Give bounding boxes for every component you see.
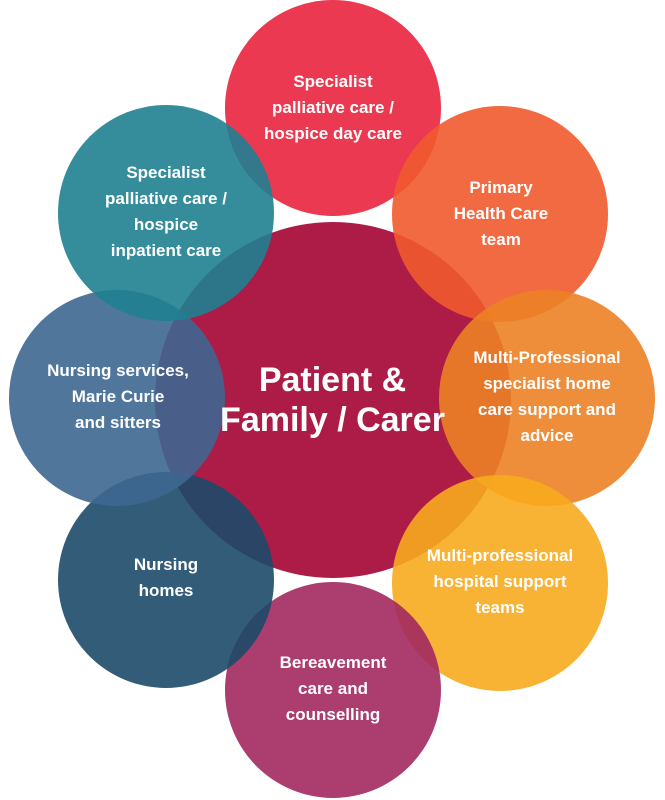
label-primary-health-care: Primary Health Care team <box>453 178 549 249</box>
center-label: Patient & Family / Carer <box>205 355 460 445</box>
service-circle-hospice-inpatient <box>58 105 274 321</box>
label-hospice-day-care: Specialist palliative care / hospice day… <box>264 72 402 143</box>
label-home-care-support: Multi-Professional specialist home care … <box>473 348 621 445</box>
label-hospital-support: Multi-professional hospital support team… <box>426 546 574 617</box>
center-circle <box>155 222 511 578</box>
label-nursing-homes: Nursing homes <box>133 555 199 600</box>
service-circle-hospital-support <box>392 475 608 691</box>
service-circle-home-care-support <box>439 290 655 506</box>
label-hospice-inpatient: Specialist palliative care / hospice inp… <box>105 163 227 260</box>
service-circle-bereavement <box>225 582 441 798</box>
service-circle-nursing-services <box>9 290 225 506</box>
service-circle-nursing-homes <box>58 472 274 688</box>
service-circle-hospice-day-care <box>225 0 441 216</box>
label-bereavement: Bereavement care and counselling <box>279 653 387 724</box>
service-circle-primary-health-care <box>392 106 608 322</box>
label-nursing-services: Nursing services, Marie Curie and sitter… <box>47 361 189 432</box>
center-label-text: Patient & Family / Carer <box>220 361 445 439</box>
